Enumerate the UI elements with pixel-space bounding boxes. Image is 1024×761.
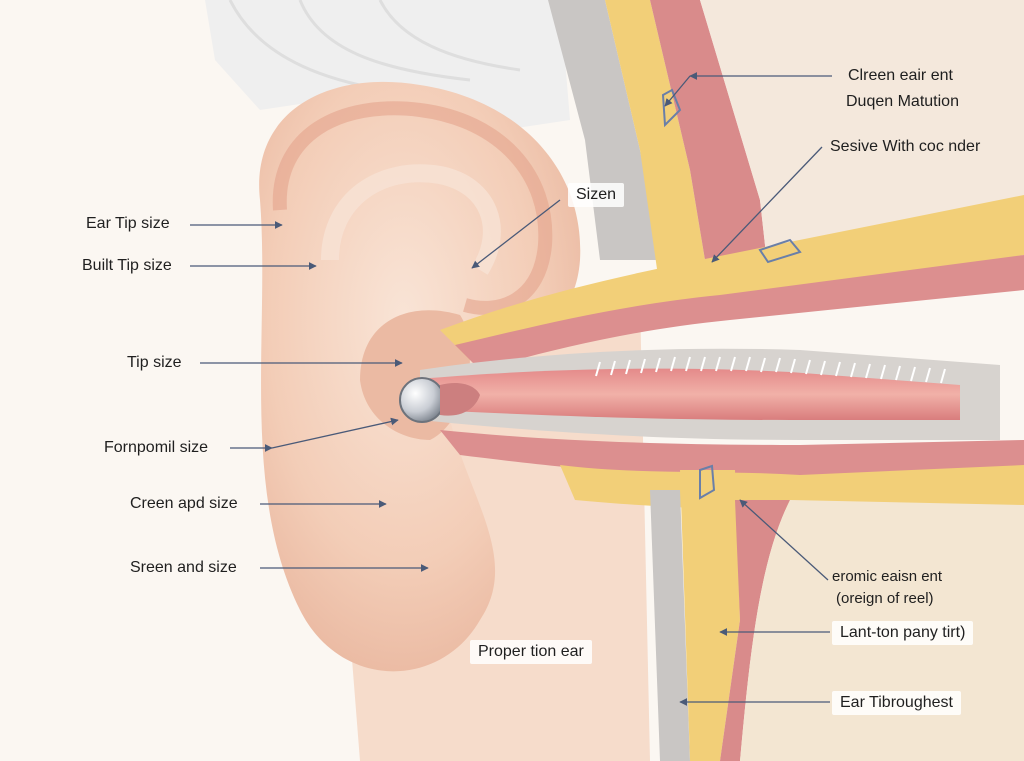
label-proper-tion-ear: Proper tion ear [470,640,592,664]
label-sesive-with: Sesive With coc nder [830,137,980,157]
label-fornpomil-size: Fornpomil size [104,438,208,458]
label-clreen-eair-ent: Clreen eair ent [848,66,953,86]
label-eromic-eaisn-ent: eromic eaisn ent [832,567,942,587]
label-sizen: Sizen [568,183,624,207]
label-built-tip-size: Built Tip size [82,256,172,276]
label-tip-size: Tip size [127,353,182,373]
label-oreign-of-reel: (oreign of reel) [836,589,934,609]
label-lant-ton: Lant-ton pany tirt) [832,621,973,645]
label-duqen-matution: Duqen Matution [846,92,959,112]
label-creen-apd-size: Creen apd size [130,494,238,514]
label-sreen-and-size: Sreen and size [130,558,237,578]
label-ear-tibroughest: Ear Tibroughest [832,691,961,715]
earbud [400,378,444,422]
label-ear-tip-size: Ear Tip size [86,214,170,234]
